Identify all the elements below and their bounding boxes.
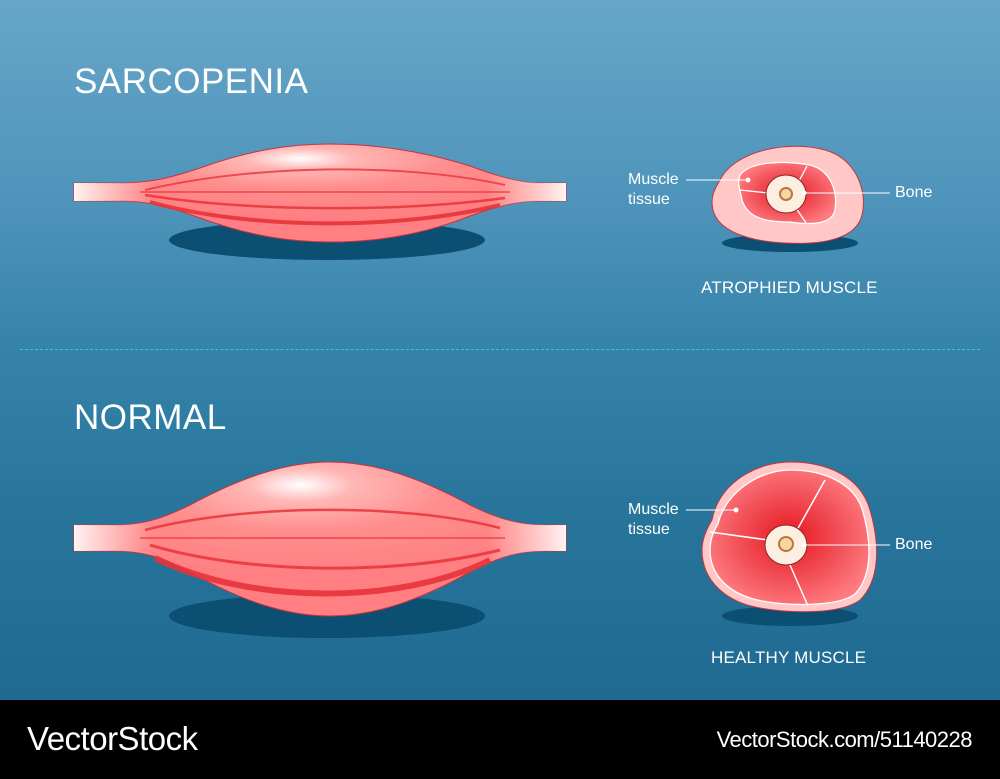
normal-title: NORMAL [74, 398, 227, 437]
bone-label: Bone [895, 536, 933, 553]
muscle-tissue-label-line1: Muscle [628, 501, 679, 518]
muscle-tissue-label-line1: Muscle [628, 171, 679, 188]
muscle-tissue-label: Muscle tissue [628, 170, 679, 210]
muscle-tissue-label-line2: tissue [628, 521, 670, 538]
healthy-cross-section [686, 461, 890, 613]
atrophied-muscle-caption: ATROPHIED MUSCLE [701, 278, 878, 297]
section-divider [20, 349, 980, 350]
diagram-canvas: SARCOPENIA [0, 0, 1000, 700]
atrophied-muscle-body [73, 143, 567, 243]
image-id: VectorStock.com/51140228 [716, 727, 973, 752]
muscle-tissue-label: Muscle tissue [628, 500, 679, 540]
bone-label: Bone [895, 184, 933, 201]
atrophied-cross-section [686, 145, 890, 244]
healthy-muscle-body [73, 461, 567, 617]
watermark-footer: VectorStock VectorStock.com/51140228 [0, 700, 1000, 779]
brand-logo: VectorStock [27, 720, 198, 757]
atrophied-muscle-figure [73, 143, 890, 638]
muscle-tissue-label-line2: tissue [628, 191, 670, 208]
sarcopenia-title: SARCOPENIA [74, 62, 309, 101]
healthy-muscle-caption: HEALTHY MUSCLE [711, 648, 867, 667]
